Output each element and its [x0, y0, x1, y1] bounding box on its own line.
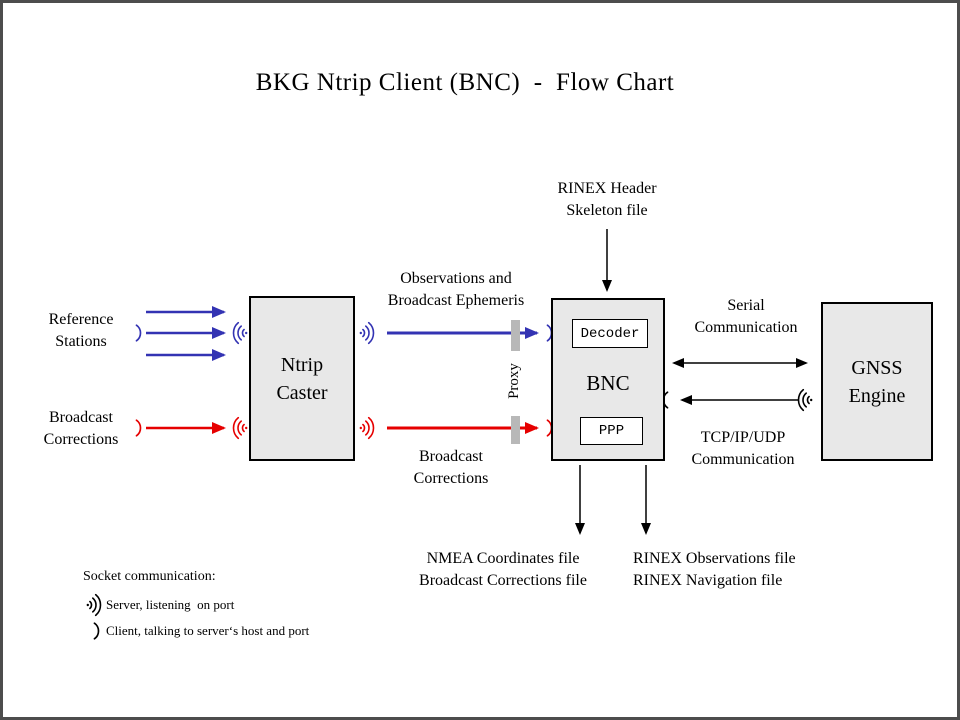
observations-ephemeris-label: Observations and Broadcast Ephemeris: [387, 270, 525, 309]
bnc-box: Decoder BNC PPP: [551, 298, 665, 461]
server-waves-icon: [358, 321, 375, 345]
tcpip-communication-label: TCP/IP/UDP Communication: [691, 429, 795, 468]
bnc-label: BNC: [586, 371, 630, 395]
rinex-files-label: RINEX Observations file RINEX Navigation…: [633, 550, 796, 589]
legend-server-waves-icon: [85, 593, 102, 617]
broadcast-corrections-left-label: Broadcast Corrections: [43, 409, 119, 448]
gnss-engine-label-line1: GNSS: [851, 356, 903, 379]
serial-communication-label: Serial Communication: [694, 297, 798, 336]
ppp-label: PPP: [598, 423, 625, 439]
legend-client-label: Client, talking to server‘s host and por…: [106, 623, 310, 638]
ntrip-caster-label-line2: Caster: [276, 381, 328, 404]
gnss-engine-box: GNSS Engine: [821, 302, 933, 461]
ppp-box: PPP: [580, 417, 643, 445]
proxy-bar-bottom: [511, 416, 520, 444]
legend-server-label: Server, listening on port: [106, 597, 235, 612]
server-waves-icon: [232, 416, 249, 440]
rinex-header-skeleton-label: RINEX Header Skeleton file: [557, 180, 657, 219]
legend-heading: Socket communication:: [83, 569, 216, 584]
nmea-files-label: NMEA Coordinates file Broadcast Correcti…: [419, 550, 587, 589]
server-waves-icon: [358, 416, 375, 440]
proxy-label: Proxy: [506, 363, 522, 399]
broadcast-corrections-mid-label: Broadcast Corrections: [413, 448, 489, 487]
ntrip-caster-box: Ntrip Caster: [249, 296, 355, 461]
server-waves-icon: [797, 388, 814, 412]
decoder-box: Decoder: [572, 319, 648, 348]
page-title: BKG Ntrip Client (BNC) - Flow Chart: [255, 69, 675, 96]
legend-client-arc-icon: [93, 622, 100, 640]
gnss-engine-label-line2: Engine: [848, 384, 906, 407]
proxy-bar-top: [511, 320, 520, 351]
decoder-label: Decoder: [580, 325, 640, 342]
server-waves-icon: [232, 321, 249, 345]
reference-stations-label: Reference Stations: [48, 311, 114, 350]
ntrip-caster-label-line1: Ntrip: [280, 353, 324, 376]
